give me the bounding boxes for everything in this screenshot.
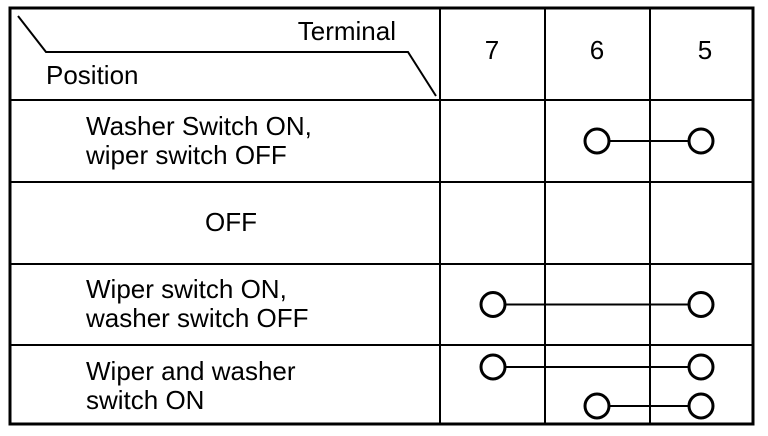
row-label-wiper-on-line1: Wiper switch ON, [86, 274, 287, 304]
terminal-node-row4-t6-2 [583, 392, 611, 420]
corner-label-terminal: Terminal [298, 16, 396, 46]
row-label-washer-on-line1: Washer Switch ON, [86, 111, 312, 141]
continuity-connections [479, 127, 715, 420]
corner-label-position: Position [46, 60, 139, 90]
terminal-header-7: 7 [485, 35, 499, 65]
terminal-node-row3-t5-1 [687, 291, 715, 318]
terminal-node-row4-t7-1 [479, 353, 507, 381]
terminal-node-row3-t7-1 [479, 291, 507, 318]
row-label-washer-on-line2: wiper switch OFF [85, 140, 287, 170]
terminal-node-row1-t5-1 [687, 127, 715, 155]
table-border [8, 6, 755, 426]
row-label-both-on-line2: switch ON [86, 385, 204, 415]
row-label-off: OFF [205, 207, 257, 237]
row-label-both-on-line1: Wiper and washer [86, 356, 296, 386]
terminal-header-6: 6 [590, 35, 604, 65]
terminal-node-row4-t5-2 [687, 392, 715, 420]
terminal-node-row1-t6-1 [583, 127, 611, 155]
header-corner-diagonal [17, 15, 437, 97]
row-label-wiper-on-line2: washer switch OFF [85, 303, 309, 333]
terminal-node-row4-t5-1 [687, 353, 715, 381]
terminal-header-5: 5 [698, 35, 712, 65]
